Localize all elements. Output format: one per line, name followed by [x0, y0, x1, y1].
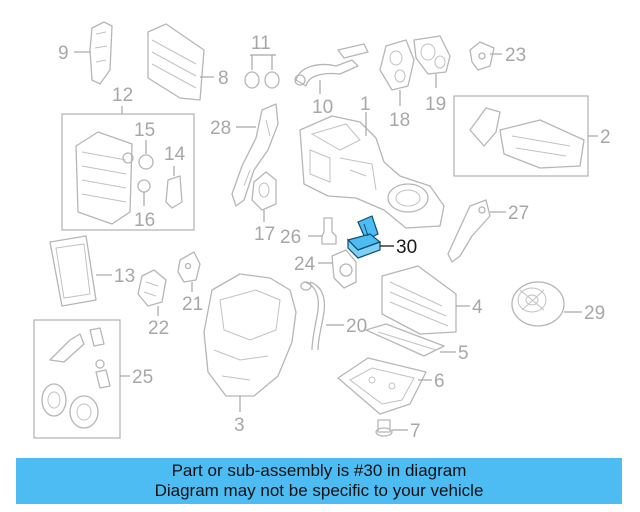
part-22-connector: 22 — [137, 269, 169, 339]
callout-23: 23 — [505, 45, 526, 66]
callout-18: 18 — [389, 110, 410, 131]
part-25-group: 25 — [33, 319, 153, 439]
part-24-actuator: 24 — [294, 249, 357, 289]
callout-1: 1 — [360, 94, 371, 115]
part-13-filter-frame: 13 — [49, 235, 135, 307]
info-banner: Part or sub-assembly is #30 in diagram D… — [16, 458, 622, 504]
callout-11: 11 — [251, 33, 271, 54]
callout-4: 4 — [472, 297, 483, 318]
callout-8: 8 — [218, 68, 229, 89]
part-7-fastener: 7 — [375, 419, 421, 442]
callout-30: 30 — [396, 237, 417, 258]
callout-27: 27 — [508, 203, 529, 224]
parts-diagram: 9 8 11 10 18 19 — [33, 21, 611, 442]
callout-9: 9 — [58, 43, 69, 64]
callout-6: 6 — [434, 371, 445, 392]
banner-line-2: Diagram may not be specific to your vehi… — [154, 481, 484, 500]
part-23-clip: 23 — [469, 41, 526, 71]
callout-16: 16 — [134, 210, 155, 231]
part-30-blower-resistor: 30 — [346, 215, 417, 259]
part-9-bracket: 9 — [58, 21, 113, 85]
callout-13: 13 — [114, 266, 135, 287]
part-18-gasket: 18 — [379, 39, 415, 131]
callout-2: 2 — [600, 127, 611, 148]
callout-21: 21 — [182, 294, 203, 315]
callout-15: 15 — [134, 120, 155, 141]
callout-26: 26 — [280, 227, 301, 248]
part-8-evaporator: 8 — [147, 23, 229, 101]
part-4-filter: 4 — [381, 265, 483, 335]
part-26-bolt: 26 — [280, 217, 337, 248]
part-21-sensor: 21 — [177, 251, 203, 315]
callout-19: 19 — [425, 94, 446, 115]
callout-20: 20 — [346, 316, 367, 337]
callout-29: 29 — [584, 303, 605, 324]
callout-7: 7 — [410, 421, 421, 442]
part-1-heater-case: 1 — [299, 94, 445, 229]
callout-28: 28 — [210, 118, 231, 139]
part-12-group: 12 15 16 14 — [61, 85, 195, 231]
part-2-group: 2 — [453, 95, 611, 177]
callout-25: 25 — [132, 367, 153, 388]
callout-12: 12 — [112, 85, 133, 106]
banner-line-1: Part or sub-assembly is #30 in diagram — [171, 461, 467, 480]
callout-5: 5 — [458, 343, 469, 364]
callout-24: 24 — [294, 254, 316, 275]
part-17-actuator: 17 — [251, 171, 277, 245]
part-29-blower-motor: 29 — [511, 281, 605, 327]
callout-10: 10 — [312, 97, 333, 118]
part-27-arm: 27 — [447, 199, 529, 263]
callout-3: 3 — [234, 415, 245, 436]
part-6-tray: 6 — [337, 357, 445, 415]
callout-22: 22 — [148, 318, 169, 339]
part-20-hose: 20 — [300, 281, 367, 351]
callout-17: 17 — [254, 224, 275, 245]
part-5-plate: 5 — [365, 323, 469, 364]
part-28-bracket: 28 — [210, 103, 279, 207]
part-19-gasket: 19 — [413, 35, 451, 115]
part-11-orings: 11 — [244, 33, 280, 89]
callout-14: 14 — [164, 144, 186, 165]
part-3-lower-case: 3 — [203, 273, 297, 436]
part-10-pipe: 10 — [294, 43, 369, 118]
